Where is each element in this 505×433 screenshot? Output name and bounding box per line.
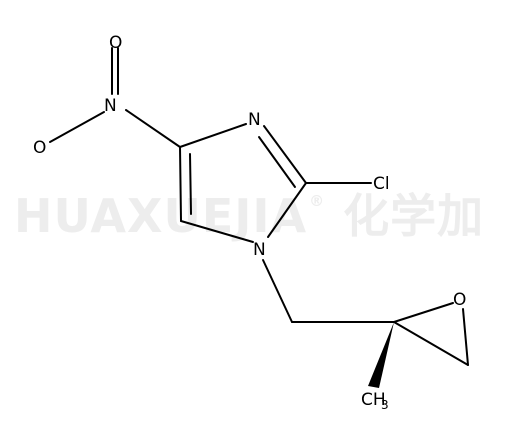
bond-c5-c4-double [189,153,192,215]
bond-n3-c2 [263,125,307,184]
atom-n3: N [248,110,261,130]
bond-o-ch2 [462,308,469,366]
bond-n1-ch2 [262,259,293,323]
atom-o-top: O [109,33,122,53]
atom-o-epoxide: O [453,290,466,310]
bond-c4-n3 [179,123,247,148]
atom-methyl-subscript: 3 [381,398,389,412]
bond-nitro-c4 [125,109,181,148]
watermark: HUAXUEJIA® 化学加 [14,186,494,246]
watermark-latin: HUAXUEJIA [14,189,308,243]
bond-n1-c5 [180,220,254,243]
atom-o-left: O [33,138,46,158]
watermark-chinese: 化学加 [343,189,485,243]
atom-ch-methyl: CH [361,390,386,410]
watermark-reg-mark: ® [309,192,326,210]
bond-n-o-left [49,111,105,143]
bond-c5-c4 [179,146,182,222]
wedge-bond-methyl [368,322,394,388]
bond-c2-n1 [267,182,307,238]
atom-n-nitro: N [104,96,117,116]
bond-ch2-cq-epoxide [393,321,469,366]
atom-n1: N [253,240,266,260]
atom-cl: Cl [373,174,390,194]
bond-cq-o [393,302,454,323]
bond-n3-c2-double [258,136,296,188]
